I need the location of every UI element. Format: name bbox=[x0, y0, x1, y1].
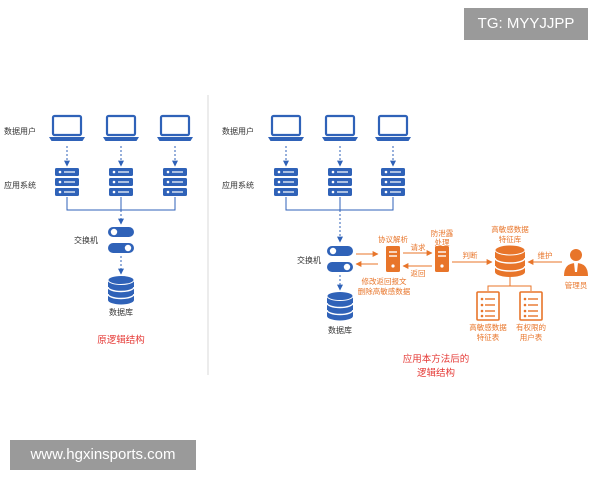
authorized-user-table-icon bbox=[519, 291, 543, 321]
modify-label-2: 删除高敏感数据 bbox=[358, 286, 411, 296]
right-database-label: 数据库 bbox=[328, 325, 352, 335]
leak-prevention-label-1: 防泄露 bbox=[431, 228, 454, 238]
feature-db-label-1: 高敏感数据 bbox=[491, 224, 529, 234]
table2-label-1: 有权限的 bbox=[516, 322, 546, 332]
left-diagram: 数据用户 应用系统 交换机 数据库 原逻辑结构 bbox=[4, 114, 195, 346]
right-server-icon-2 bbox=[327, 167, 353, 197]
left-apps-row-label: 应用系统 bbox=[4, 180, 36, 190]
judge-label: 判断 bbox=[463, 250, 478, 260]
left-server-icon-2 bbox=[108, 167, 134, 197]
left-switch-icon bbox=[108, 227, 134, 253]
table1-label-1: 高敏感数据 bbox=[469, 322, 507, 332]
protocol-parse-label: 协议解析 bbox=[378, 234, 408, 244]
right-apps-row-label: 应用系统 bbox=[222, 180, 254, 190]
left-database-label: 数据库 bbox=[109, 307, 133, 317]
table1-label-2: 特征表 bbox=[477, 332, 500, 342]
left-switch-label: 交换机 bbox=[74, 235, 98, 245]
right-laptop-icon-1 bbox=[266, 114, 306, 143]
protocol-parse-server-icon bbox=[385, 245, 401, 273]
right-server-icon-3 bbox=[380, 167, 406, 197]
right-users-row-label: 数据用户 bbox=[222, 126, 254, 136]
request-label: 请求 bbox=[411, 242, 426, 252]
admin-label: 管理员 bbox=[565, 280, 588, 290]
right-switch-label: 交换机 bbox=[297, 255, 321, 265]
maintain-label: 维护 bbox=[538, 250, 553, 260]
right-caption-2: 逻辑结构 bbox=[417, 367, 455, 379]
left-server-icon-1 bbox=[54, 167, 80, 197]
left-caption: 原逻辑结构 bbox=[97, 334, 145, 346]
left-laptop-icon-2 bbox=[101, 114, 141, 143]
left-laptop-icon-3 bbox=[155, 114, 195, 143]
watermark-badge-top: TG: MYYJJPP bbox=[464, 8, 588, 40]
right-switch-icon bbox=[327, 246, 353, 272]
feature-db-label-2: 特征库 bbox=[499, 234, 522, 244]
left-server-icon-3 bbox=[162, 167, 188, 197]
left-users-row-label: 数据用户 bbox=[4, 126, 36, 136]
sensitive-feature-table-icon bbox=[476, 291, 500, 321]
modify-label-1: 修改返回报文 bbox=[362, 276, 407, 286]
right-laptop-icon-2 bbox=[320, 114, 360, 143]
feature-db-icon bbox=[494, 244, 526, 278]
leak-prevention-server-icon bbox=[434, 245, 450, 273]
leak-prevention-label-2: 处理 bbox=[435, 237, 450, 247]
right-diagram: 数据用户 应用系统 交换机 数据库 协议解析 请求 返回 防泄露 处理 bbox=[222, 114, 588, 379]
return-label: 返回 bbox=[411, 269, 426, 278]
right-database-icon bbox=[326, 290, 354, 322]
admin-person-icon bbox=[564, 249, 588, 276]
watermark-badge-bottom: www.hgxinsports.com bbox=[10, 440, 196, 470]
table2-label-2: 用户表 bbox=[520, 332, 543, 342]
right-caption-1: 应用本方法后的 bbox=[403, 353, 470, 365]
right-server-icon-1 bbox=[273, 167, 299, 197]
left-database-icon bbox=[107, 274, 135, 306]
left-laptop-icon-1 bbox=[47, 114, 87, 143]
right-laptop-icon-3 bbox=[373, 114, 413, 143]
